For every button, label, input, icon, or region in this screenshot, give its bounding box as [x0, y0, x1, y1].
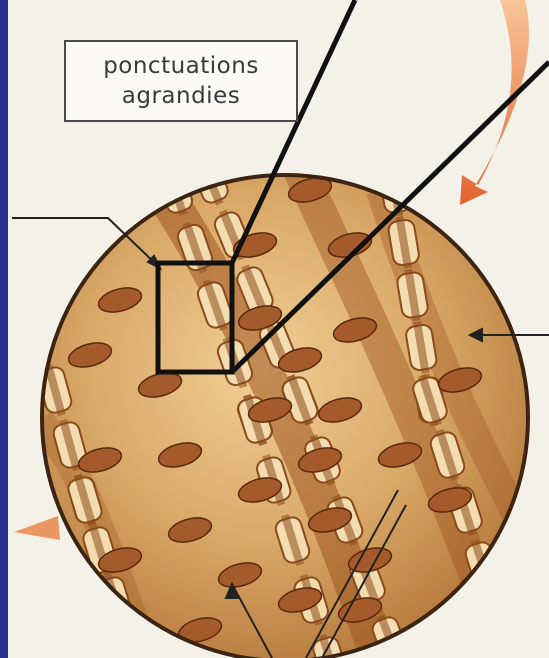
magnified-wood-section: [36, 151, 540, 658]
orange-wedge-left: [14, 516, 60, 540]
label-line-2: agrandies: [122, 81, 240, 111]
curved-orange-arrow: [460, 0, 529, 205]
label-line-1: ponctuations: [103, 51, 259, 81]
enlarged-pits-label: ponctuations agrandies: [64, 40, 298, 122]
vessel-segment: [480, 591, 521, 648]
